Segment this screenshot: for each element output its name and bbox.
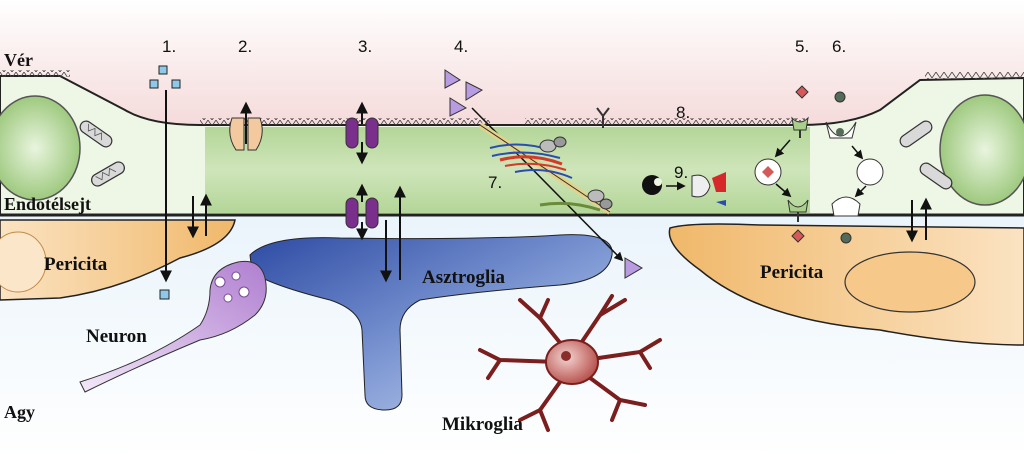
pathway-number-7: 7.	[488, 173, 502, 192]
tight-junction	[478, 122, 613, 215]
glycocalyx-mid	[200, 118, 490, 125]
pathway-3-efflux-pump	[345, 101, 406, 283]
microglia-cell	[478, 294, 662, 432]
microglia-nucleolus	[561, 351, 571, 361]
pericyte-left-label: Pericita	[44, 254, 108, 275]
pathway-2-transporter	[229, 101, 263, 151]
microglia-label: Mikroglia	[442, 414, 523, 435]
blood-compartment	[0, 0, 1024, 140]
pericyte-left-nucleus	[0, 231, 47, 293]
endothelial-nucleus-left	[0, 95, 81, 201]
astroglia-label: Asztroglia	[422, 267, 506, 288]
pathway-number-5: 5.	[795, 37, 809, 56]
pathway-number-4: 4.	[454, 37, 468, 56]
brain-label: Agy	[4, 402, 35, 422]
pathway-number-8: 8.	[676, 103, 690, 122]
neuron-vesicles	[214, 271, 250, 303]
pericyte-right-nucleus	[844, 251, 976, 313]
blood-label: Vér	[4, 50, 33, 70]
pathway-number-2: 2.	[238, 37, 252, 56]
pathway-8-receptor	[596, 107, 610, 128]
pathway-9-enzymatic	[642, 172, 726, 206]
neuron-cell	[79, 260, 267, 393]
pericyte-right-label: Pericita	[760, 262, 824, 283]
pathway-number-3: 3.	[358, 37, 372, 56]
exchange-arrows-right	[906, 197, 932, 243]
glycocalyx-right	[925, 72, 1024, 79]
neuron-label: Neuron	[86, 326, 147, 347]
pathway-number-9: 9.	[674, 163, 688, 182]
pericyte-left	[0, 219, 236, 301]
endothelium-label: Endotélsejt	[4, 194, 91, 214]
pathway-number-6: 6.	[832, 37, 846, 56]
glycocalyx-mid-right	[525, 118, 805, 125]
astroglia-cell	[249, 234, 613, 411]
microglia-body	[545, 339, 599, 385]
mitochondria-right	[899, 120, 953, 190]
pathway-1-small-molecules	[149, 65, 181, 300]
exchange-arrows-left	[187, 193, 212, 239]
pathway-5-receptor-transcytosis	[754, 85, 809, 243]
pathway-6-adsorptive-transcytosis	[825, 91, 884, 244]
glycocalyx-left	[0, 70, 70, 77]
pathway-number-1: 1.	[162, 37, 176, 56]
mitochondria-left	[79, 120, 125, 187]
endothelial-nucleus-right	[939, 94, 1024, 206]
